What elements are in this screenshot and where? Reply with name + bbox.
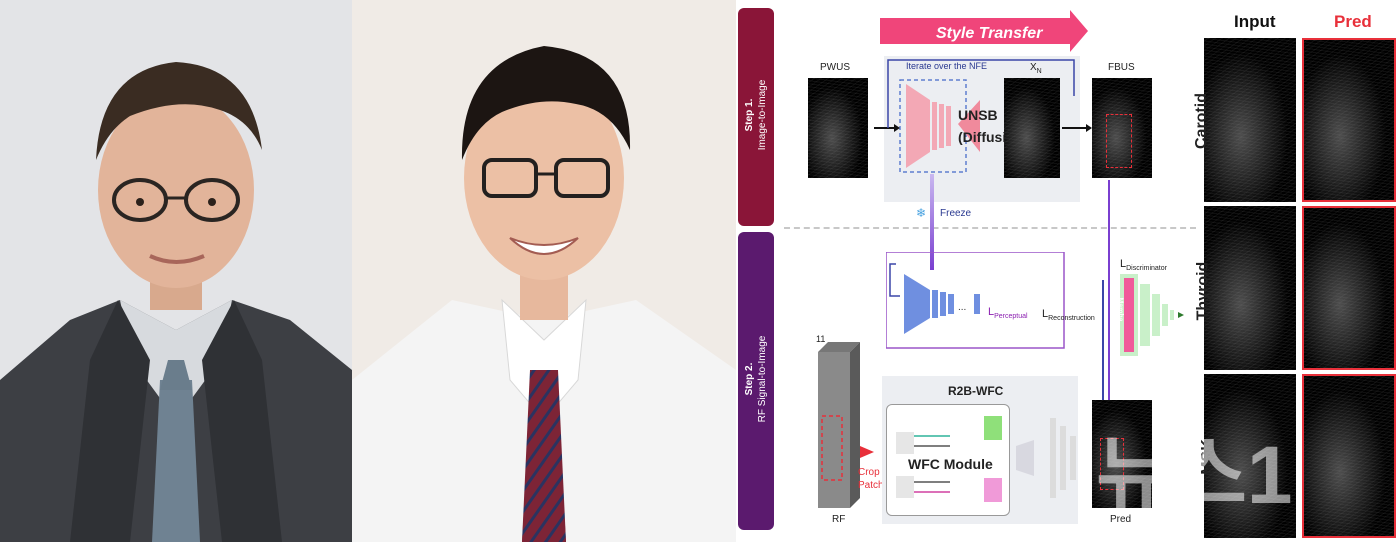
step1-subtitle: Image-to-Image <box>757 79 768 151</box>
msk-input-image <box>1204 374 1296 538</box>
crop-patch-label: Crop Patch <box>858 466 884 492</box>
l-reconstruction: LReconstruction <box>1042 308 1095 322</box>
step1-arrows <box>874 59 1092 132</box>
l-perceptual-sub: Perceptual <box>994 313 1028 321</box>
xn-sub: N <box>1036 68 1042 75</box>
rf-volume <box>818 342 860 508</box>
step1-label: Step 1. Image-to-Image <box>743 7 769 223</box>
fbus-crop-box <box>1106 114 1132 168</box>
pred-label: Pred <box>1110 514 1132 525</box>
method-diagram: Step 1. Image-to-Image Step 2. RF Signal… <box>736 0 1200 542</box>
pwus-image <box>808 78 868 178</box>
freeze-arrow <box>930 174 934 270</box>
rf-label: RF <box>832 514 846 525</box>
style-transfer-label: Style Transfer <box>936 25 1043 42</box>
portrait-middle-image <box>352 0 736 542</box>
pwus-label: PWUS <box>820 62 850 73</box>
l-discriminator-sub: Discriminator <box>1126 265 1167 273</box>
wfc-module-diagram <box>896 416 1076 502</box>
carotid-pred-image <box>1302 38 1396 202</box>
photo-left <box>0 0 352 542</box>
step1-title: Step 1. <box>744 98 755 132</box>
fbus-link-line <box>1108 180 1110 400</box>
crop-patch-arrow <box>860 446 874 458</box>
xn-main: X <box>1030 62 1037 73</box>
freeze-icon: ❄ <box>916 206 927 220</box>
step-divider <box>784 227 1196 229</box>
row-label-thyroid: Thyroid <box>1194 261 1212 321</box>
l-reconstruction-sub: Reconstruction <box>1048 315 1095 323</box>
discriminator-network <box>1120 274 1184 356</box>
step2-banner: Step 2. RF Signal-to-Image <box>738 232 774 530</box>
svg-text:...: ... <box>958 302 966 313</box>
perceptual-network: ... <box>886 252 1065 349</box>
l-perceptual: LPerceptual <box>988 306 1028 320</box>
msk-pred-image <box>1302 374 1396 538</box>
fbus-image <box>1092 78 1152 178</box>
watermark-logo: 뉴스1 <box>1096 430 1293 521</box>
iterate-nfe-label: Iterate over the NFE <box>906 61 988 71</box>
fbus-label: FBUS <box>1108 62 1135 73</box>
xn-image <box>1004 78 1060 178</box>
column-pred-header: Pred <box>1334 12 1372 31</box>
step2-title: Step 2. <box>744 362 755 396</box>
l-perceptual-main: L <box>988 306 995 318</box>
carotid-input-image <box>1204 38 1296 202</box>
l-reconstruction-main: L <box>1042 308 1049 320</box>
unsb-network-diagram <box>899 79 980 173</box>
column-input-header: Input <box>1234 12 1276 31</box>
crop-line1: Crop <box>858 467 880 478</box>
pred-link-line <box>1102 280 1104 400</box>
photo-middle <box>352 0 736 542</box>
l-discriminator-main: L <box>1120 258 1127 270</box>
mamba-label: Mamba <box>1116 297 1124 322</box>
pred-crop-box <box>1100 438 1124 490</box>
r2b-wfc-title: R2B-WFC <box>948 384 1004 398</box>
step2-label: Step 2. RF Signal-to-Image <box>743 231 769 527</box>
unsb-line1: UNSB <box>958 107 998 123</box>
thyroid-input-image <box>1204 206 1296 370</box>
pred-image <box>1092 400 1152 508</box>
results-panel: Input Pred Carotid Thyroid MSK <box>1193 0 1400 542</box>
crop-line2: Patch <box>858 480 884 491</box>
step1-banner: Step 1. Image-to-Image <box>738 8 774 226</box>
portrait-left-image <box>0 0 352 542</box>
row-label-carotid: Carotid <box>1193 93 1210 149</box>
freeze-label: Freeze <box>940 208 972 219</box>
style-transfer-arrow <box>880 10 1088 52</box>
step2-subtitle: RF Signal-to-Image <box>757 335 768 423</box>
thyroid-pred-image <box>1302 206 1396 370</box>
rf-count: 11 <box>816 334 826 344</box>
l-discriminator: LDiscriminator <box>1120 258 1167 272</box>
wfc-module-label: WFC Module <box>908 456 993 472</box>
xn-label: XN <box>1030 62 1042 75</box>
